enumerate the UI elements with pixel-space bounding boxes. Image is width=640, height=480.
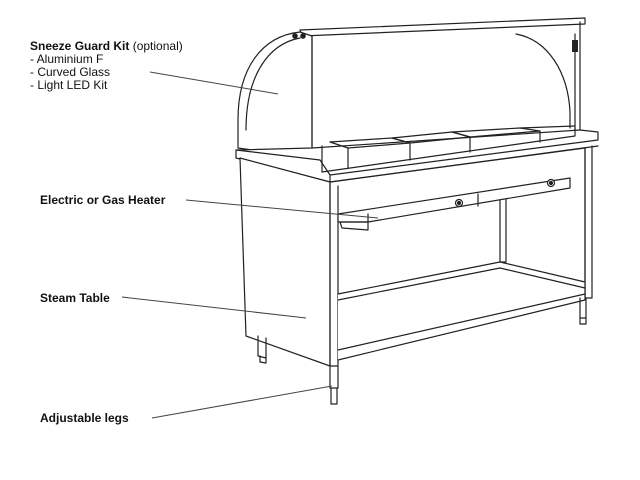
leader-lines — [121, 71, 379, 419]
sneeze-guard-item: - Light LED Kit — [30, 78, 108, 92]
sneeze-guard-note: (optional) — [132, 39, 183, 53]
heater-unit — [337, 177, 571, 231]
sneeze-guard-item: - Aluminium F — [30, 52, 104, 66]
steam-table-label: Steam Table — [40, 291, 110, 305]
cabinet — [239, 145, 593, 367]
heater-label: Electric or Gas Heater — [40, 193, 166, 207]
legs — [257, 297, 587, 405]
sneeze-guard-item: - Curved Glass — [30, 65, 111, 79]
sneeze-guard — [237, 17, 586, 159]
sneeze-guard-label: Sneeze Guard Kit (optional) - Aluminium … — [30, 39, 183, 92]
adjustable-legs-label: Adjustable legs — [40, 411, 129, 425]
sneeze-guard-title: Sneeze Guard Kit — [30, 39, 130, 53]
